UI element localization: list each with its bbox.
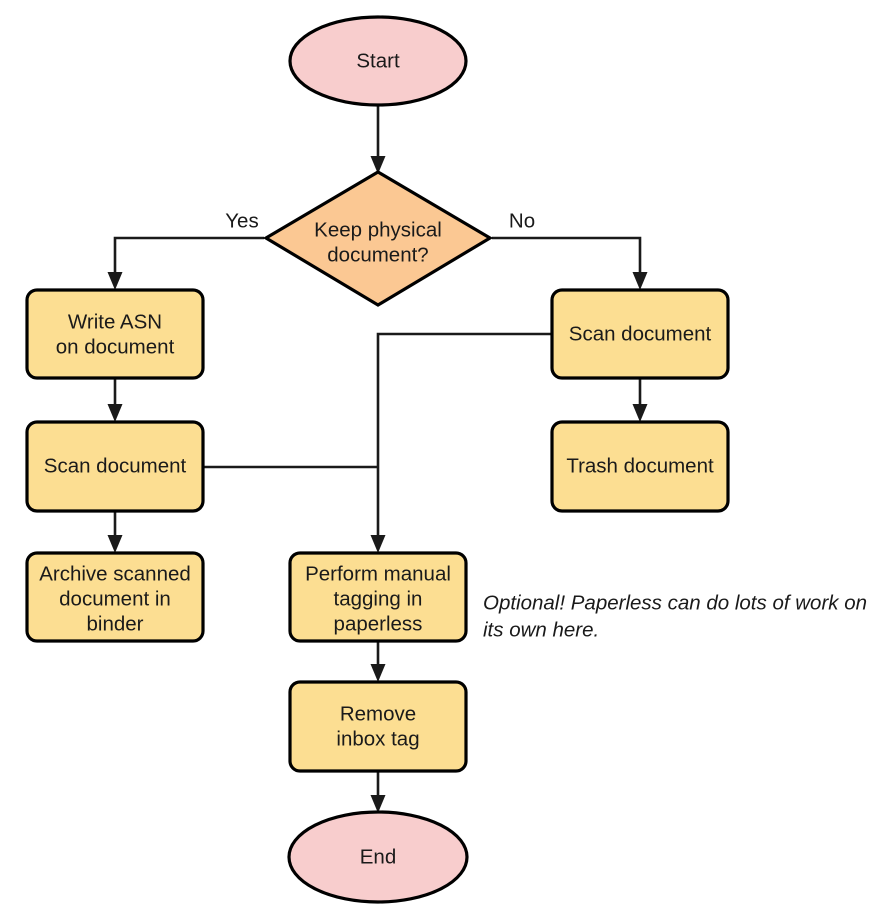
edge-scan-right-to-trash — [632, 378, 648, 422]
node-start[interactable]: Start — [288, 15, 468, 107]
edge-write-asn-to-scan-left — [107, 378, 123, 422]
edge-start-to-decision — [370, 104, 386, 174]
edge-label-no: No — [509, 209, 535, 232]
manual-tagging-label-line2: tagging in — [334, 587, 423, 610]
arrowhead-icon — [107, 535, 123, 553]
edge-label-yes: Yes — [225, 209, 258, 232]
start-ellipse[interactable] — [288, 15, 468, 107]
arrowhead-icon — [370, 795, 386, 813]
annotation-line2: its own here. — [483, 618, 599, 641]
node-scan-document-right[interactable]: Scan document — [550, 288, 730, 380]
edge-line — [376, 332, 552, 542]
start-label: Start — [356, 49, 400, 72]
archive-box[interactable] — [25, 551, 205, 643]
edge-scan-right-to-manual-tagging — [370, 332, 552, 553]
node-manual-tagging[interactable]: Perform manual tagging in paperless — [288, 551, 468, 643]
decision-label-line2: document? — [327, 243, 428, 266]
archive-label-line1: Archive scanned — [39, 562, 191, 585]
edge-line — [492, 236, 642, 279]
edge-line — [113, 236, 264, 279]
scan-document-left-box[interactable] — [25, 420, 205, 513]
node-decision-keep-physical-document[interactable]: Keep physical document? — [262, 170, 494, 307]
arrowhead-icon — [632, 272, 648, 290]
trash-document-box[interactable] — [550, 420, 730, 513]
archive-label-line2: document in — [59, 587, 171, 610]
arrowhead-icon — [370, 156, 386, 174]
annotation-optional-note: Optional! Paperless can do lots of work … — [483, 591, 867, 641]
arrowhead-icon — [370, 664, 386, 682]
node-remove-inbox-tag[interactable]: Remove inbox tag — [288, 680, 468, 773]
arrowhead-icon — [632, 404, 648, 422]
scan-document-right-label: Scan document — [569, 322, 712, 345]
write-asn-box[interactable] — [25, 288, 205, 380]
manual-tagging-label-line3: paperless — [334, 612, 423, 635]
arrowhead-icon — [370, 535, 386, 553]
edge-remove-inbox-to-end — [370, 771, 386, 813]
node-trash-document[interactable]: Trash document — [550, 420, 730, 513]
scan-document-left-label: Scan document — [44, 454, 187, 477]
node-scan-document-left[interactable]: Scan document — [25, 420, 205, 513]
trash-document-label: Trash document — [566, 454, 714, 477]
node-write-asn[interactable]: Write ASN on document — [25, 288, 205, 380]
edge-scan-left-to-archive — [107, 511, 123, 553]
edge-decision-to-scan-right — [492, 236, 648, 290]
node-archive-scanned-document[interactable]: Archive scanned document in binder — [25, 551, 205, 643]
remove-inbox-tag-box[interactable] — [288, 680, 468, 773]
decision-diamond[interactable] — [262, 170, 494, 307]
arrowhead-icon — [107, 272, 123, 290]
write-asn-label-line2: on document — [56, 335, 175, 358]
manual-tagging-label-line1: Perform manual — [305, 562, 451, 585]
remove-inbox-label-line1: Remove — [340, 702, 416, 725]
edge-decision-to-write-asn — [107, 236, 264, 290]
manual-tagging-box[interactable] — [288, 551, 468, 643]
arrowhead-icon — [107, 404, 123, 422]
remove-inbox-label-line2: inbox tag — [336, 727, 419, 750]
archive-label-line3: binder — [87, 612, 144, 635]
decision-label-line1: Keep physical — [314, 218, 442, 241]
write-asn-label-line1: Write ASN — [68, 310, 162, 333]
edge-manual-tagging-to-remove-inbox — [370, 641, 386, 682]
node-end[interactable]: End — [287, 810, 469, 904]
annotation-line1: Optional! Paperless can do lots of work … — [483, 591, 867, 614]
scan-document-right-box[interactable] — [550, 288, 730, 380]
end-ellipse[interactable] — [287, 810, 469, 904]
end-label: End — [360, 845, 396, 868]
